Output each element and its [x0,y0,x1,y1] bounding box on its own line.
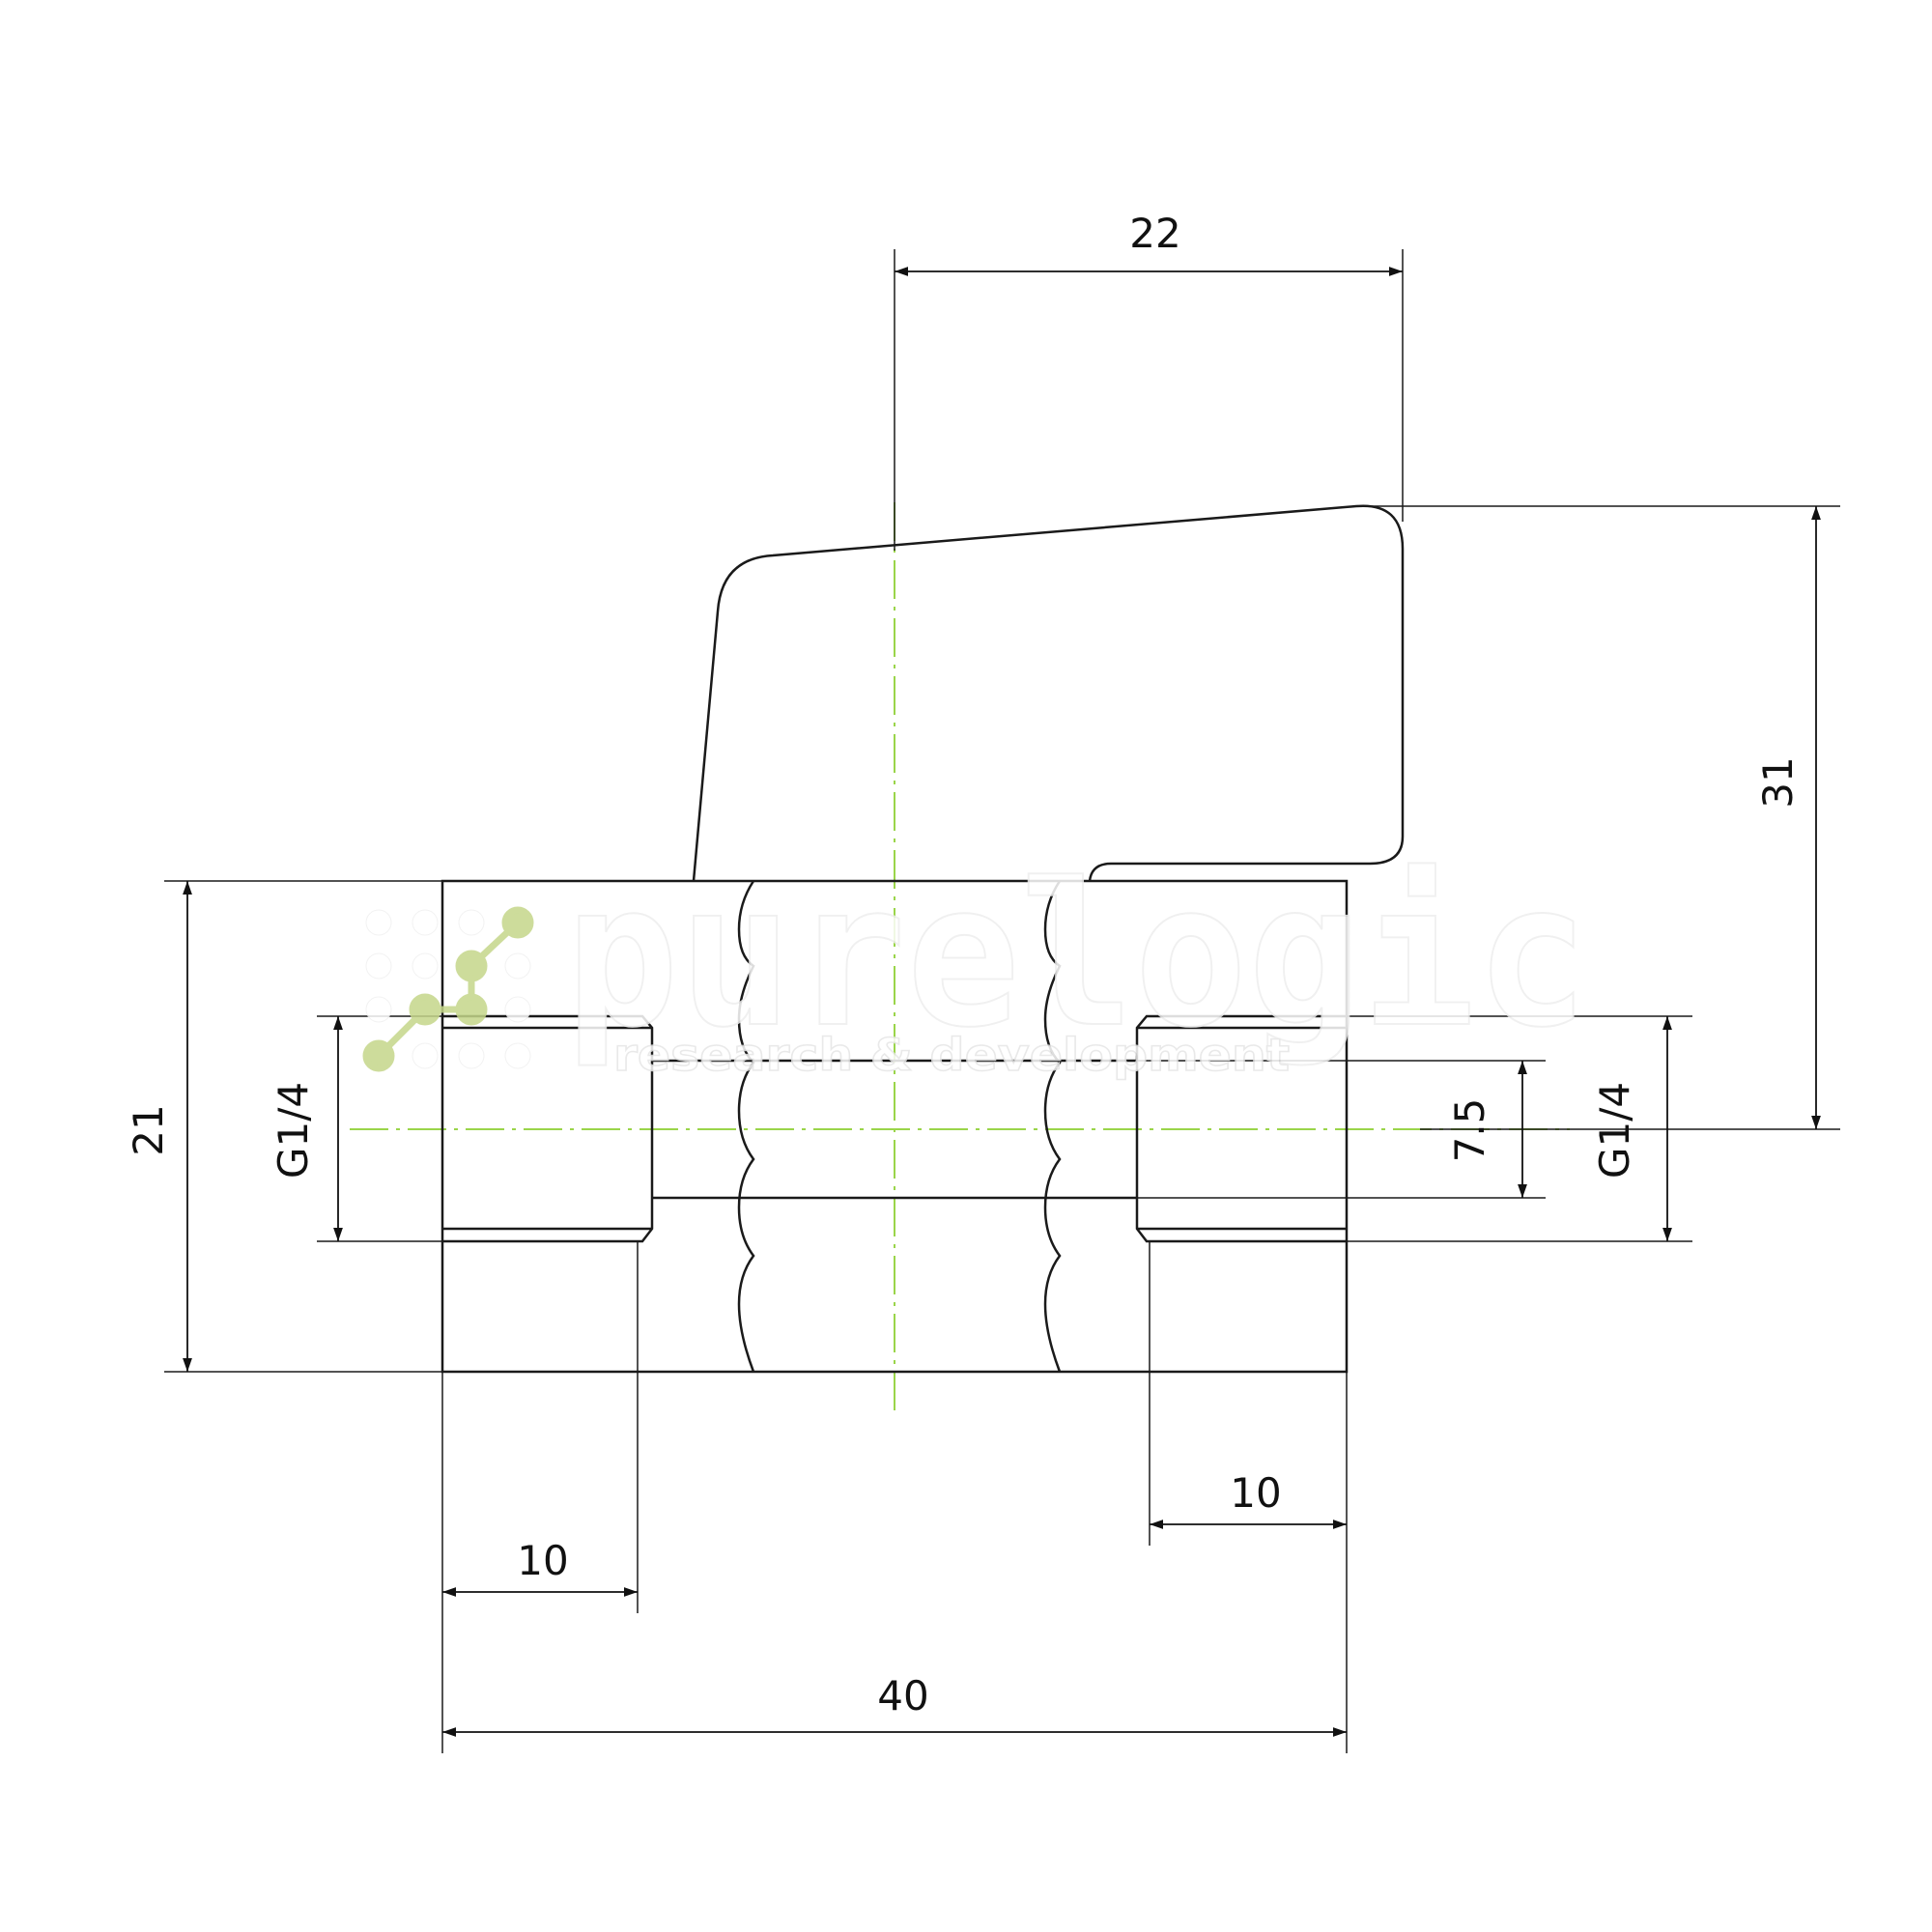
dim-thread-len-left: 10 [517,1537,568,1584]
watermark: purelogic research & development [362,840,1590,1082]
dim-thread-left: G1/4 [270,1082,317,1179]
valve-handle [692,504,1405,882]
valve-body [440,879,1349,1374]
watermark-logo-icon [362,906,534,1072]
centerlines [350,502,1570,1410]
dim-body-height: 21 [125,1104,172,1155]
dimension-lines [183,267,1821,1737]
dim-handle-height: 31 [1754,756,1802,808]
dim-thread-len-right: 10 [1230,1469,1281,1517]
watermark-brand: purelogic [565,841,1589,1071]
watermark-tagline: research & development [613,1029,1290,1081]
dim-thread-right: G1/4 [1591,1082,1638,1179]
extension-lines [164,249,1840,1753]
dim-bore: 7.5 [1446,1098,1493,1163]
dim-overall-length: 40 [877,1672,928,1719]
dim-handle-offset: 22 [1129,210,1180,257]
